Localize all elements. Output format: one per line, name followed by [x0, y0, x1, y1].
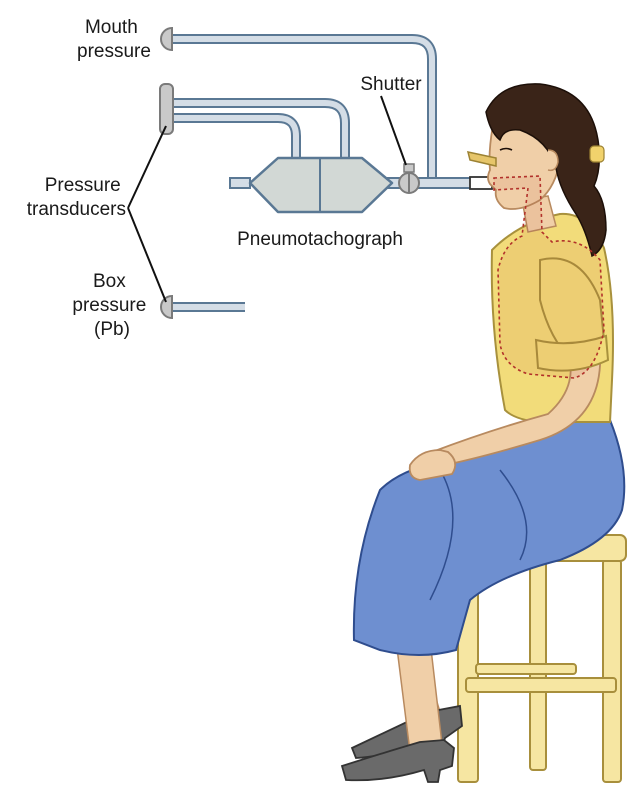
sleeve [534, 334, 610, 372]
transducer-tube-lower [172, 113, 301, 158]
hair-tie [589, 145, 605, 163]
shutter-leader [380, 95, 407, 166]
mouth-pressure-line-2: pressure [77, 41, 151, 62]
box-pressure-line-3: (Pb) [94, 319, 130, 340]
hair [485, 83, 607, 258]
shutter-valve [398, 163, 420, 194]
pneumotachograph-device [248, 156, 394, 214]
box-pressure-line-1: Box [93, 271, 126, 292]
box-pressure-label: Box pressure (Pb) [72, 271, 151, 340]
pressure-transducers-line-2: transducers [27, 199, 126, 220]
leader-lines [127, 95, 407, 303]
transducer-leader-down [127, 207, 167, 303]
airway-outline [493, 175, 605, 379]
eye [499, 147, 513, 151]
box-pressure-line-2: pressure [72, 295, 146, 316]
hand [408, 449, 457, 481]
pressure-transducers-line-1: Pressure [45, 175, 121, 196]
ear [547, 149, 559, 172]
pressure-transducer-block [159, 83, 174, 135]
transducer-leader-up [127, 125, 167, 209]
tubing [172, 34, 473, 312]
mouth-pressure-transducer [160, 26, 173, 52]
labels: Mouth pressure Shutter Pressure transduc… [27, 17, 423, 340]
transducer-tube-upper [172, 98, 350, 158]
seated-subject [340, 83, 627, 783]
airflow-tube-left [229, 177, 251, 189]
pressure-transducers-label: Pressure transducers [27, 175, 126, 220]
nose-clip [466, 151, 497, 167]
mouth-pressure-label: Mouth pressure [77, 17, 151, 62]
shoe-front [340, 739, 455, 783]
transducers [159, 26, 174, 320]
shutter-label: Shutter [360, 74, 422, 95]
pneumotachograph-label: Pneumotachograph [237, 229, 403, 250]
box-pressure-transducer [160, 294, 173, 320]
mouth-pressure-line-1: Mouth [85, 17, 138, 38]
